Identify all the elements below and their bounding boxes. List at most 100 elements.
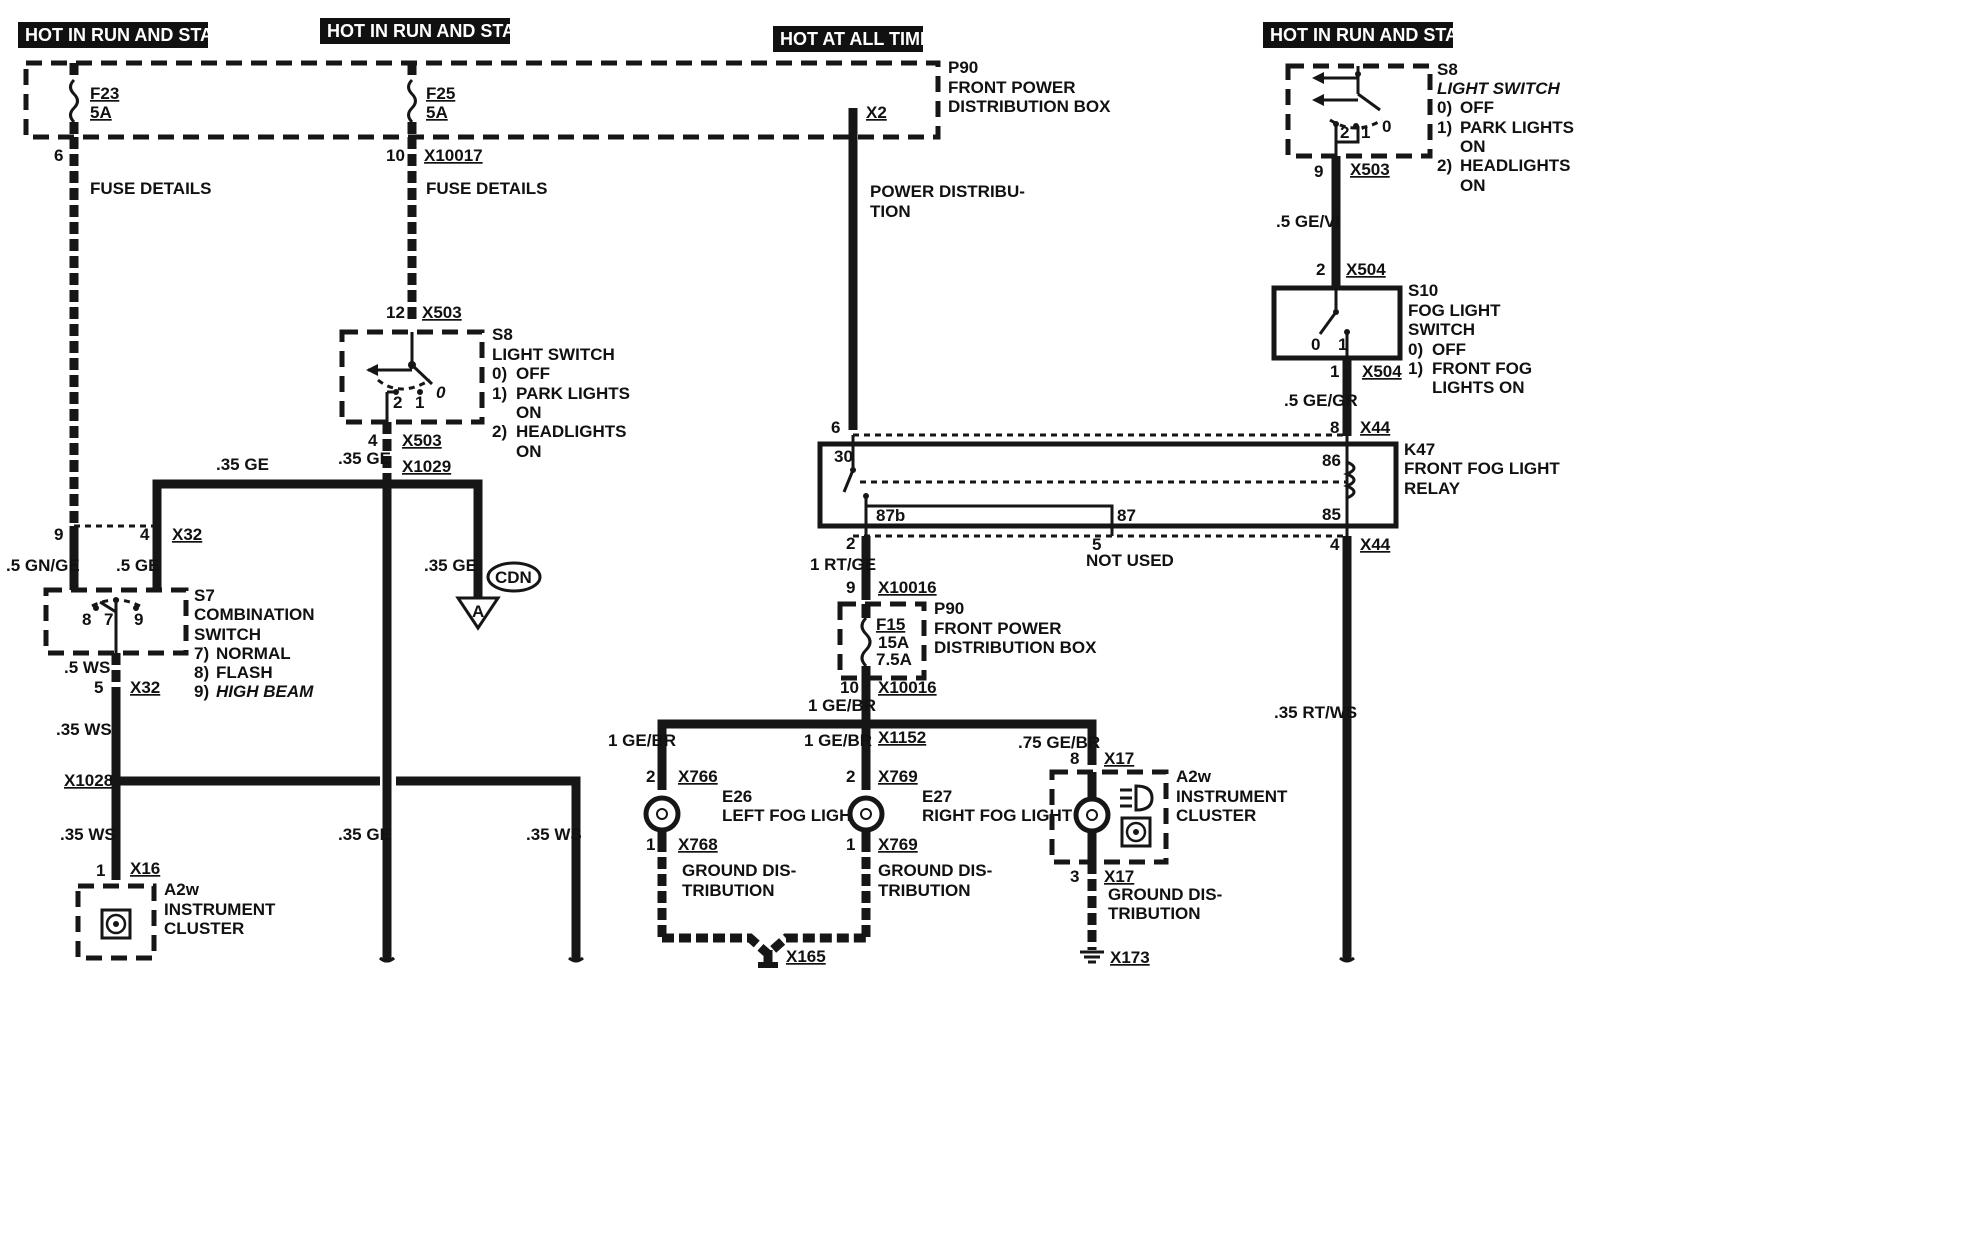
s10-name2: SWITCH [1408,320,1475,339]
pin-8: 8 [1330,418,1339,437]
banner-text: HOT IN RUN AND START [1270,25,1482,45]
s8-name: LIGHT SWITCH [492,345,615,364]
pin-10: 10 [840,678,859,697]
conn-x2: X2 [866,103,887,122]
banner-text: HOT IN RUN AND START [25,25,237,45]
banner-text: HOT AT ALL TIMES [780,29,944,49]
ground-dist-1b: TRIBUTION [682,881,775,900]
conn-x1152: X1152 [878,728,926,747]
fog-light-relay-k47: 6 8 X44 30 87b 87 86 85 K47 FRONT FOG LI… [817,418,1560,570]
ground-dist-2b: TRIBUTION [878,881,971,900]
s8-opt1-text: PARK LIGHTS [1460,118,1574,137]
s8-opt2-text: HEADLIGHTS [1460,156,1571,175]
fuse-f15-rating1: 15A [878,633,909,652]
fuse-id: F23 [90,84,119,103]
s7-pin-9: 9 [134,610,143,629]
s8-opt0-num: 0) [492,364,507,383]
conn-x32: X32 [172,525,202,544]
s8-name: LIGHT SWITCH [1437,79,1560,98]
wire-fog-light-bus [657,719,1097,790]
wire-label-35-ws: .35 WS [56,720,112,739]
lamp-icon [847,795,885,833]
s7-id: S7 [194,586,215,605]
s8-opt2-text2: ON [1460,176,1486,195]
s8-opt0-text: OFF [1460,98,1494,117]
s8-id: S8 [1437,60,1458,79]
wire-label-35-ge: .35 GE [216,455,269,474]
instrument-cluster-a2w-left: 1 X16 A2w INSTRUMENT CLUSTER [75,859,276,961]
k47-id: K47 [1404,440,1435,459]
s8-opt2-text: HEADLIGHTS [516,422,627,441]
conn-x44: X44 [1360,535,1391,554]
left-fog-light-e26: 2 X766 E26 LEFT FOG LIGHT 1 X768 [643,767,862,854]
wire-label-35-ws: .35 WS [60,825,116,844]
p90-line2: DISTRIBUTION BOX [934,638,1097,657]
conn-x769: X769 [878,835,918,854]
conn-x766: X766 [678,767,718,786]
pin-2: 2 [846,767,855,786]
pin-3: 3 [1070,867,1079,886]
right-fog-light-e27: 2 X769 E27 RIGHT FOG LIGHT 1 X769 [846,767,1073,854]
k47-pin-85: 85 [1322,505,1341,524]
p90-middle-box: F15 15A 7.5A P90 FRONT POWER DISTRIBUTIO… [837,599,1097,681]
conn-x44: X44 [1360,418,1391,437]
k47-name1: FRONT FOG LIGHT [1404,459,1560,478]
p90-line1: FRONT POWER [948,78,1076,97]
wire-label-power-dist-2: TION [870,202,911,221]
s8-opt2-num: 2) [492,422,507,441]
s10-id: S10 [1408,281,1438,300]
combination-switch-s7: 9 4 X32 .5 GN/GE .5 GE 8 7 9 S7 COMBINAT… [6,524,315,701]
s7-pin-8: 8 [82,610,91,629]
pin-2: 2 [1316,260,1325,279]
s7-opt9-text: HIGH BEAM [216,682,314,701]
s8-opt1-text2: ON [1460,137,1486,156]
ground-x173: X173 [1080,948,1150,967]
s10-pin-1: 1 [1338,335,1347,354]
p90-top-box: P90 FRONT POWER DISTRIBUTION BOX [23,58,1111,140]
pin-6: 6 [831,418,840,437]
wire-label-1-ge-br: 1 GE/BR [804,731,872,750]
pin-4: 4 [1330,535,1340,554]
pin-6: 6 [54,146,63,165]
wire-x1028-branch-2 [396,776,581,960]
pin-9: 9 [1314,162,1323,181]
conn-x173: X173 [1110,948,1150,967]
k47-name2: RELAY [1404,479,1461,498]
s10-opt0-num: 0) [1408,340,1423,359]
wire-label-1-rt-ge: 1 RT/GE [810,555,876,574]
wire-label-1-ge-br: 1 GE/BR [808,696,876,715]
s8-opt1-num: 1) [492,384,507,403]
fuse-f15-id: F15 [876,615,905,634]
wire-label-5-gn-ge: .5 GN/GE [6,556,80,575]
s8-pin-1: 1 [415,393,424,412]
s7-name1: COMBINATION [194,605,315,624]
a2w-line2: CLUSTER [164,919,244,938]
a2w-line1: INSTRUMENT [164,900,276,919]
fuse-f25: F25 5A [407,63,455,137]
s8-pin-2: 2 [1340,123,1349,142]
wire-x1029-bus [152,479,483,598]
ground-dist-1a: GROUND DIS- [682,861,796,880]
wire-label-35-ge: .35 GE [338,825,391,844]
pin-4: 4 [368,431,378,450]
ground-dist-3a: GROUND DIS- [1108,885,1222,904]
s8-opt1-text2: ON [516,403,542,422]
pin-2: 2 [646,767,655,786]
banner-hot-at-all-times: HOT AT ALL TIMES [773,26,944,52]
a2w-line2: CLUSTER [1176,806,1256,825]
fuse-f15-rating2: 7.5A [876,650,912,669]
fog-light-switch-s10: 0 1 S10 FOG LIGHT SWITCH 0) OFF 1) FRONT… [1271,281,1532,397]
e27-id: E27 [922,787,952,806]
s7-pin-7: 7 [104,610,113,629]
e26-name: LEFT FOG LIGHT [722,806,862,825]
light-switch-s8-right: 2 1 0 S8 LIGHT SWITCH 0) OFF 1) PARK LIG… [1285,60,1574,195]
pin-8: 8 [1070,749,1079,768]
s7-opt8-num: 8) [194,663,209,682]
s10-opt0-text: OFF [1432,340,1466,359]
k47-pin-30: 30 [834,447,853,466]
pin-1: 1 [1330,362,1339,381]
conn-x504: X504 [1362,362,1402,381]
s7-opt8-text: FLASH [216,663,273,682]
s8-pin-1: 1 [1361,123,1370,142]
